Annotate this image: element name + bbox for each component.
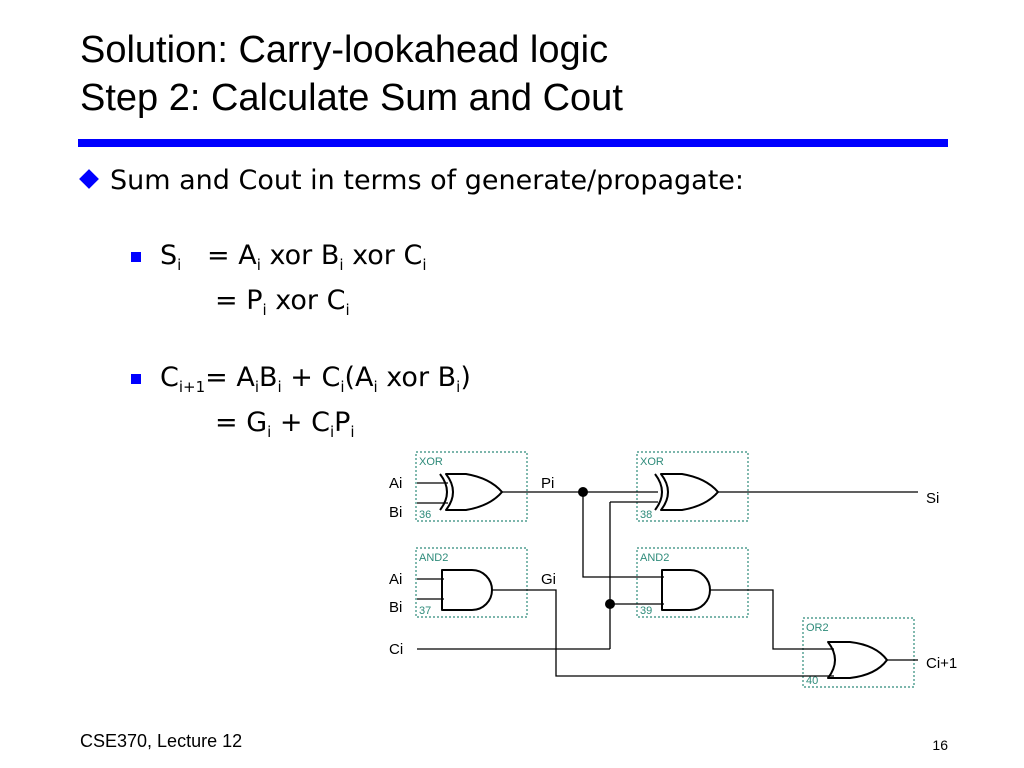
equation-subscript: i — [373, 378, 378, 396]
xor-gate-38-back-arc — [654, 473, 663, 511]
xor-gate-38-id: 38 — [640, 509, 652, 521]
equation-text: = G — [215, 407, 268, 438]
xor-gate-36-back-arc — [439, 473, 448, 511]
title-line-2: Step 2: Calculate Sum and Cout — [80, 77, 623, 119]
main-bullet-text: Sum and Cout in terms of generate/propag… — [110, 165, 744, 196]
equation-text: xor B — [260, 240, 340, 271]
equation-text: S — [160, 240, 178, 271]
label-pi: Pi — [541, 475, 554, 492]
wire-pi-to-and2 — [582, 492, 664, 578]
main-bullet: Sum and Cout in terms of generate/propag… — [79, 165, 744, 196]
label-ai-top: Ai — [389, 475, 402, 492]
wire-and2-to-or — [710, 589, 834, 650]
carry-equation-line-1: Ci+1= AiBi + Ci(Ai xor Bi) — [160, 358, 471, 398]
equation-text: + C — [281, 362, 341, 393]
xor-gate-38-type: XOR — [640, 456, 664, 468]
xor-gate-36-box — [415, 451, 528, 522]
footer-course: CSE370, Lecture 12 — [80, 731, 243, 751]
xor-gate-36-id: 36 — [419, 509, 431, 521]
slide-title: Solution: Carry-lookahead logic Step 2: … — [80, 26, 623, 122]
and-gate-39-type: AND2 — [640, 552, 669, 564]
equation-text: xor C — [343, 240, 423, 271]
label-bi-top: Bi — [389, 504, 402, 521]
and-gate-37-id: 37 — [419, 605, 431, 617]
label-ci: Ci — [389, 641, 403, 658]
equation-subscript: i — [256, 256, 261, 274]
equation-text: P — [334, 407, 351, 438]
or-gate-40-id: 40 — [806, 675, 818, 687]
equation-subscript: i — [254, 378, 259, 396]
equation-subscript: i — [262, 301, 267, 319]
xor-gate-36-type: XOR — [419, 456, 443, 468]
xor-gate-38-body — [660, 473, 719, 511]
equation-text: + C — [271, 407, 330, 438]
sum-equation-line-2: = Pi xor Ci — [215, 281, 350, 321]
wire-gi-to-or — [492, 589, 834, 677]
equation-subscript: i — [350, 423, 355, 441]
junction-dot-pi — [578, 487, 588, 497]
equation-text: = A — [181, 240, 257, 271]
carry-equation-line-2: = Gi + CiPi — [215, 403, 355, 443]
and-gate-37-body — [441, 569, 493, 611]
equation-subscript: i — [345, 301, 350, 319]
equation-subscript: i — [422, 256, 427, 274]
equation-subscript: i — [456, 378, 461, 396]
and-gate-37-box — [415, 547, 528, 618]
equation-subscript: i — [339, 256, 344, 274]
equation-subscript: i — [340, 378, 345, 396]
or-gate-40-type: OR2 — [806, 622, 829, 634]
and-gate-37-type: AND2 — [419, 552, 448, 564]
equation-subscript: i — [267, 423, 272, 441]
xor-gate-36-body — [445, 473, 503, 511]
equation-subscript: i — [329, 423, 335, 441]
and-gate-39-body — [661, 569, 711, 611]
equation-text: = P — [215, 285, 263, 316]
or-gate-40-body — [827, 641, 888, 679]
title-rule — [78, 139, 948, 147]
equation-text: = A — [205, 362, 255, 393]
label-bi-mid: Bi — [389, 599, 402, 616]
junction-dot-ci — [605, 599, 615, 609]
equation-text: B — [259, 362, 278, 393]
sum-equation-line-1: Si = Ai xor Bi xor Ci — [160, 236, 427, 276]
equation-subscript: i — [277, 378, 282, 396]
equation-text: ) — [460, 362, 471, 393]
equation-subscript: i+1 — [178, 378, 206, 396]
or-gate-40-box — [802, 617, 915, 688]
equation-text: xor B — [377, 362, 457, 393]
xor-gate-38-box — [636, 451, 749, 522]
page-number: 16 — [932, 737, 948, 753]
equation-text: xor C — [266, 285, 346, 316]
and-gate-39-id: 39 — [640, 605, 652, 617]
label-ci1: Ci+1 — [926, 655, 957, 672]
label-ai-mid: Ai — [389, 571, 402, 588]
equation-text: C — [160, 362, 179, 393]
label-gi: Gi — [541, 571, 556, 588]
square-bullet-icon — [131, 374, 141, 384]
equation-text: (A — [344, 362, 374, 393]
title-line-1: Solution: Carry-lookahead logic — [80, 29, 609, 71]
square-bullet-icon — [131, 252, 141, 262]
and-gate-39-box — [636, 547, 749, 618]
label-si: Si — [926, 490, 939, 507]
equation-subscript: i — [177, 256, 182, 274]
